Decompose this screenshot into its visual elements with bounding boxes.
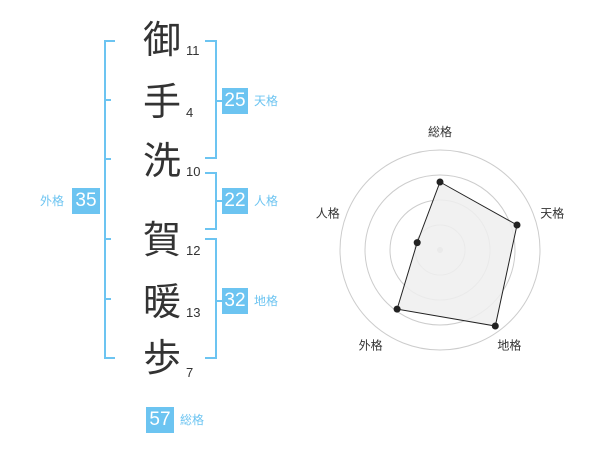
stroke-count-2: 4 — [186, 105, 194, 120]
stroke-count-5: 13 — [186, 305, 201, 320]
jinkaku-label: 人格 — [254, 194, 279, 208]
name-char-5: 暖 — [142, 280, 181, 324]
radar-axis-label-1: 総格 — [428, 124, 452, 139]
radar-axis-label-2: 天格 — [540, 206, 564, 221]
stroke-count-3: 10 — [186, 164, 201, 179]
radar-axis-label-4: 外格 — [359, 338, 383, 353]
name-char-1: 御 — [142, 18, 181, 62]
radar-point-5 — [413, 239, 421, 247]
radar-area — [396, 181, 518, 327]
gaikaku-value: 35 — [72, 188, 100, 214]
tenkaku-label: 天格 — [254, 94, 279, 108]
soukaku-label: 総格 — [180, 413, 205, 427]
stroke-count-6: 7 — [186, 365, 194, 380]
soukaku-value: 57 — [146, 407, 174, 433]
radar-ring-3 — [364, 174, 516, 326]
radar-ring-4 — [339, 149, 541, 351]
radar-point-4 — [393, 305, 401, 313]
chikaku-label: 地格 — [254, 294, 279, 308]
radar-axis-label-3: 地格 — [497, 338, 521, 353]
stroke-count-1: 11 — [186, 43, 200, 58]
radar-axis-label-5: 人格 — [316, 206, 340, 221]
name-char-2: 手 — [142, 80, 181, 124]
chikaku-value: 32 — [222, 288, 248, 314]
stroke-count-4: 12 — [186, 243, 201, 258]
name-char-6: 歩 — [142, 336, 181, 380]
tenkaku-value: 25 — [222, 88, 248, 114]
name-char-4: 賀 — [142, 218, 181, 262]
radar-point-3 — [491, 322, 499, 330]
name-char-3: 洗 — [142, 139, 181, 183]
gaikaku-label: 外格 — [40, 194, 65, 208]
radar-point-2 — [513, 221, 521, 229]
radar-point-1 — [436, 178, 444, 186]
jinkaku-value: 22 — [222, 188, 248, 214]
